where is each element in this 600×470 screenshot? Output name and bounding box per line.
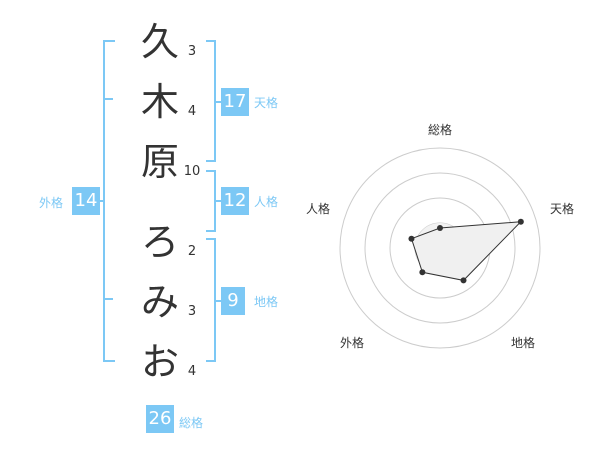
radar-chart xyxy=(339,147,541,349)
name-char-5: み xyxy=(140,280,179,324)
chikaku-connector xyxy=(216,300,222,302)
gaikaku-badge: 14 xyxy=(72,187,100,215)
tenkaku-badge: 17 xyxy=(221,88,249,116)
jinkaku-label: 人格 xyxy=(254,195,279,209)
radar-label-jinkaku: 人格 xyxy=(306,202,331,216)
stroke-count-6: 4 xyxy=(187,364,197,379)
chikaku-badge: 9 xyxy=(221,287,245,315)
radar-point-2 xyxy=(517,218,524,225)
gaikaku-tick-2 xyxy=(103,298,113,300)
gaikaku-bracket xyxy=(103,40,115,362)
soukaku-label: 総格 xyxy=(179,416,204,430)
radar-label-soukaku: 総格 xyxy=(428,123,453,137)
name-char-1: 久 xyxy=(140,20,179,64)
radar-point-4 xyxy=(419,269,426,276)
gaikaku-connector xyxy=(99,200,103,202)
stroke-count-1: 3 xyxy=(187,44,197,59)
radar-point-3 xyxy=(460,277,467,284)
gaikaku-label: 外格 xyxy=(39,196,64,210)
tenkaku-connector xyxy=(216,101,222,103)
chikaku-label: 地格 xyxy=(254,295,279,309)
name-char-3: 原 xyxy=(140,140,179,184)
tenkaku-label: 天格 xyxy=(254,96,279,110)
stroke-count-5: 3 xyxy=(187,304,197,319)
radar-point-5 xyxy=(408,235,415,242)
radar-label-gaikaku: 外格 xyxy=(340,336,365,350)
stroke-count-2: 4 xyxy=(187,104,197,119)
name-char-4: ろ xyxy=(140,220,179,264)
tenkaku-bracket xyxy=(206,40,216,162)
radar-point-1 xyxy=(437,225,443,231)
name-char-2: 木 xyxy=(140,80,179,124)
soukaku-badge: 26 xyxy=(146,405,174,433)
jinkaku-connector xyxy=(216,200,222,202)
radar-polygon xyxy=(410,221,523,281)
radar-label-tenkaku: 天格 xyxy=(550,202,575,216)
gaikaku-tick-1 xyxy=(103,98,113,100)
jinkaku-bracket xyxy=(206,170,216,232)
name-char-6: お xyxy=(140,340,179,384)
jinkaku-badge: 12 xyxy=(221,187,249,215)
radar-ring xyxy=(339,147,541,349)
chikaku-bracket xyxy=(206,238,216,362)
radar-label-chikaku: 地格 xyxy=(511,336,536,350)
radar-ring xyxy=(364,172,516,324)
stroke-count-4: 2 xyxy=(187,244,197,259)
stroke-count-3: 10 xyxy=(183,164,201,179)
